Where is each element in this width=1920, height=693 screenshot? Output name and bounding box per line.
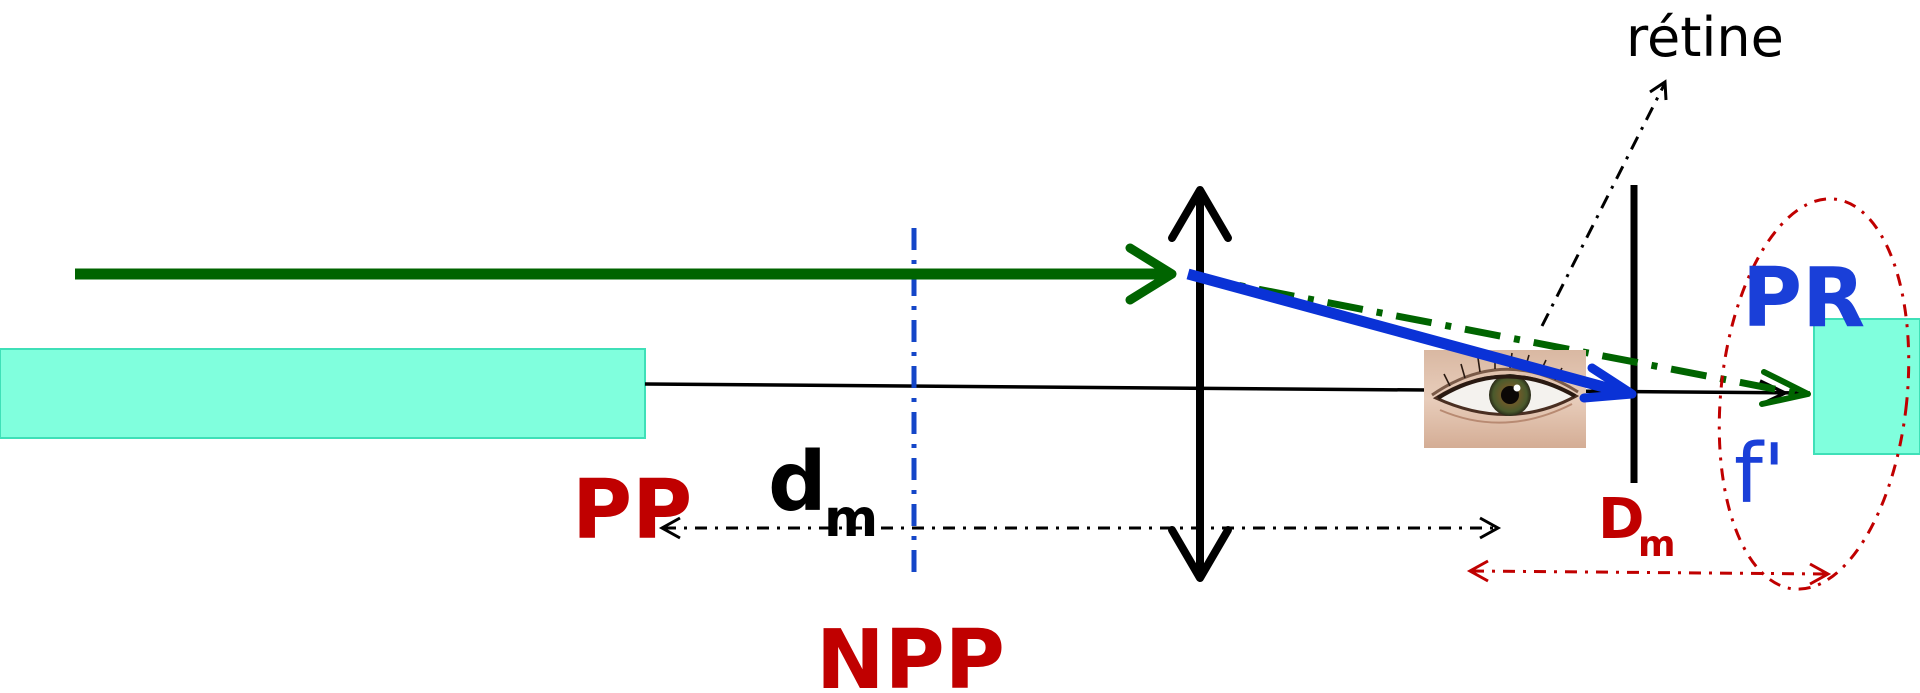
retina-pointer [1542, 85, 1664, 326]
dm-right-arrowhead [1480, 518, 1498, 538]
Dm-dimension-line [1472, 571, 1826, 574]
retina-label: rétine [1626, 6, 1784, 69]
retina-pointer-arrowhead [1650, 82, 1666, 100]
Dm-subscript: m [1638, 524, 1676, 565]
blue-refracted-ray [1188, 274, 1622, 392]
pr-label: PR [1742, 251, 1865, 346]
f-prime-label: f' [1734, 427, 1785, 522]
converging-lens [1172, 190, 1228, 578]
left-cyan-box [0, 349, 645, 438]
pp-label: PP [572, 463, 692, 558]
npp-label: NPP [816, 613, 1005, 693]
dm-subscript: m [824, 489, 878, 549]
dm-label: d [768, 435, 827, 530]
